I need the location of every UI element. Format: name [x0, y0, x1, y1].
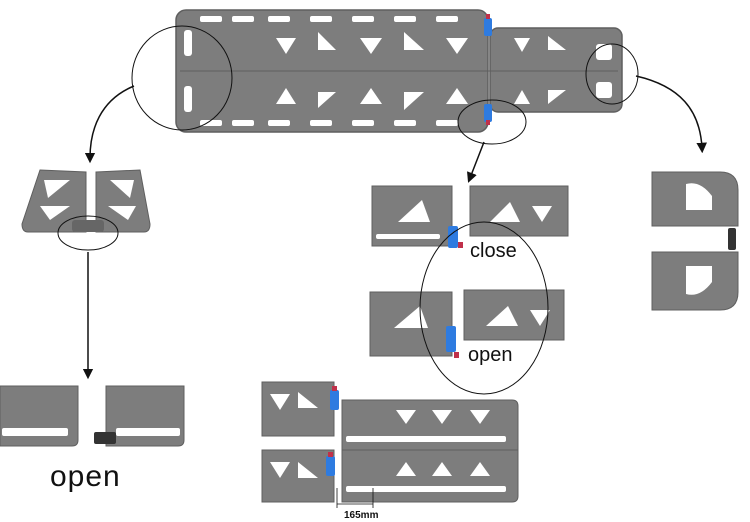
full-stretcher: [175, 9, 623, 133]
label-close: close: [470, 240, 517, 262]
arrow-down-icon: [635, 75, 707, 154]
arrow-down-icon: [84, 85, 135, 164]
magnify-circle-icon: [457, 99, 527, 145]
magnify-circle-icon: [419, 221, 549, 395]
arrow-down-icon: [467, 141, 485, 183]
latch-icon: [728, 228, 736, 250]
latch-icon: [94, 432, 116, 444]
label-open-detail: open: [468, 344, 513, 366]
magnify-circle-icon: [131, 25, 233, 131]
foot-end-detail: [651, 171, 739, 311]
magnify-circle-icon: [57, 215, 119, 251]
magnify-circle-icon: [585, 43, 639, 105]
dimension-label: 165mm: [344, 510, 379, 521]
extended-section: [261, 381, 519, 508]
latch-open-detail: [369, 289, 565, 358]
head-end-detail: [21, 169, 151, 233]
open-joint-detail: [0, 385, 185, 447]
latch-close-detail: [371, 185, 569, 248]
label-open-main: open: [50, 460, 121, 493]
